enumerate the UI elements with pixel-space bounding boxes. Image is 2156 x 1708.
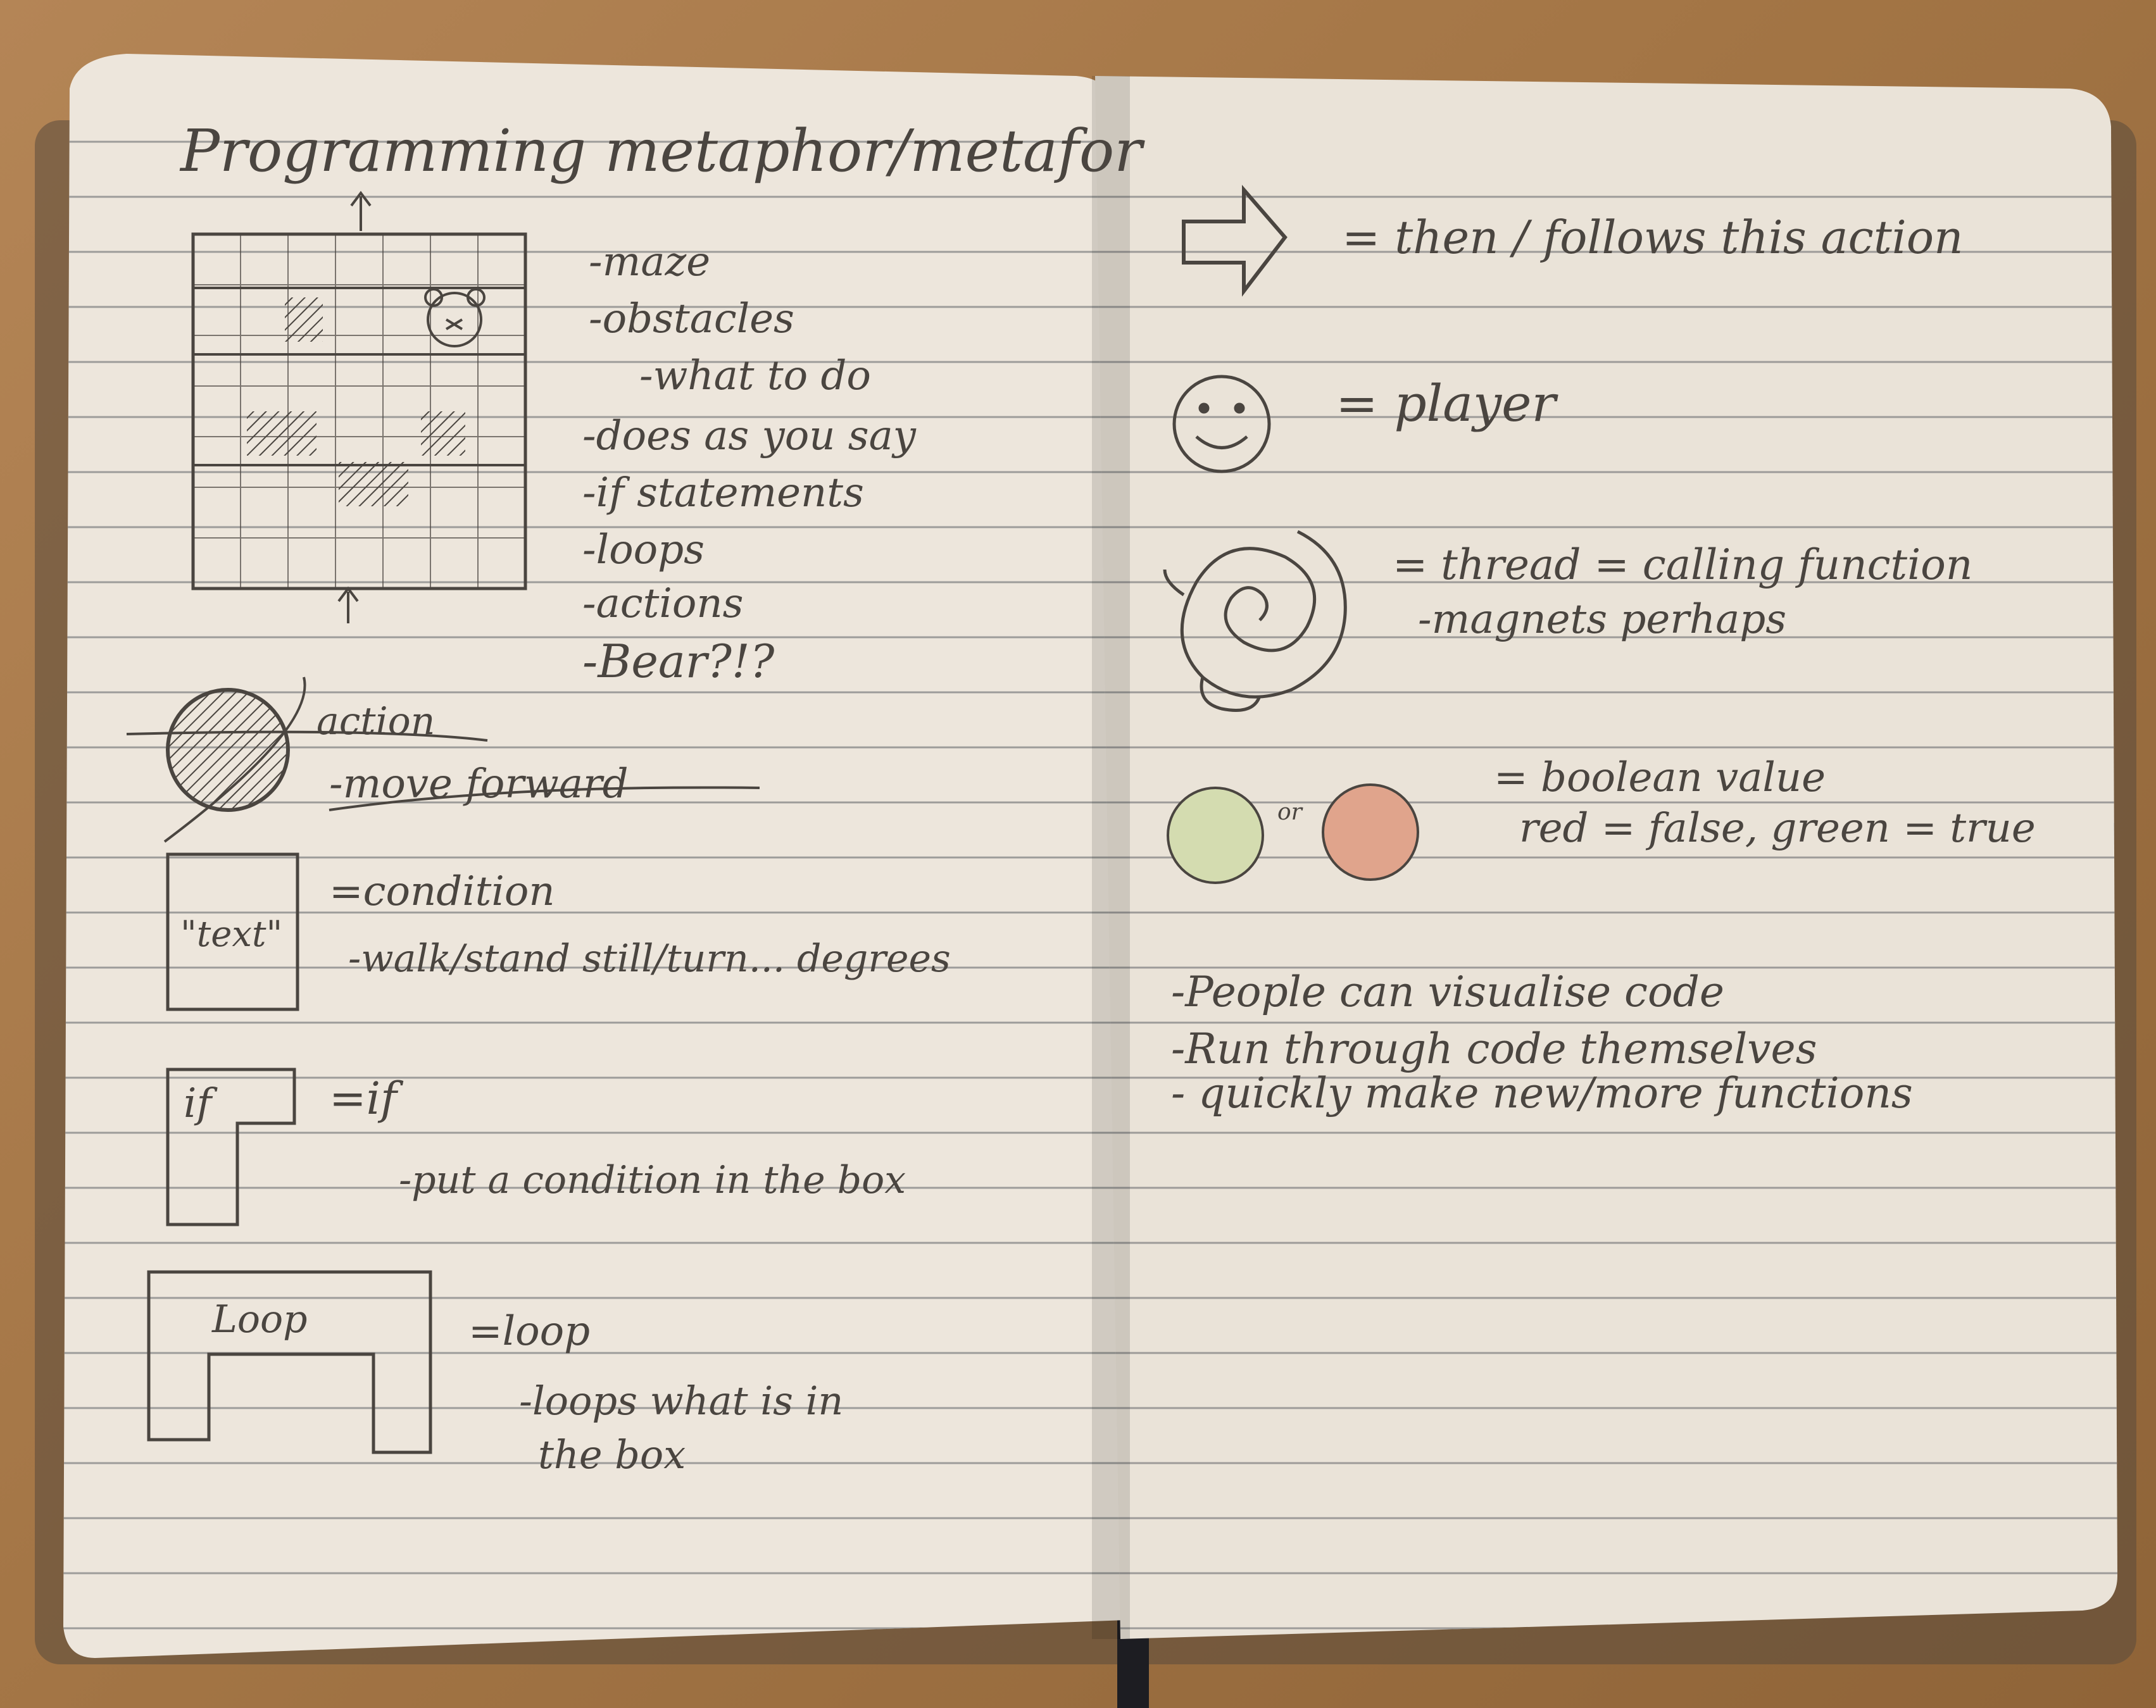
strike-through: [126, 676, 760, 843]
condition-item: -walk/stand still/turn... degrees: [348, 937, 951, 981]
loop-heading: =loop: [468, 1308, 590, 1355]
boolean-meaning: = boolean value: [1494, 754, 1826, 801]
svg-text:-Bear?!?: -Bear?!?: [582, 635, 775, 688]
svg-text:-loops: -loops: [582, 527, 705, 573]
boolean-colors: red = false, green = true: [1519, 805, 2036, 852]
svg-text:-does as you say: -does as you say: [582, 413, 917, 459]
condition-box-text: "text": [180, 914, 282, 955]
svg-text:-Run through code themselves: -Run through code themselves: [1171, 1025, 1817, 1073]
maze-obstacles: [247, 297, 465, 506]
loop-item-1: -loops what is in: [519, 1378, 843, 1424]
maze-notes: -maze -obstacles -what to do -does as yo…: [582, 239, 917, 688]
arrow-meaning: = then / follows this action: [1342, 211, 1964, 264]
action-heading: action: [317, 699, 435, 744]
svg-text:-what to do: -what to do: [639, 352, 871, 399]
smiley-player-icon: [1172, 375, 1271, 473]
spine-shadow: [1092, 76, 1130, 1639]
thread-spiral-icon: [1163, 530, 1347, 712]
boolean-or: or: [1277, 799, 1303, 825]
if-block-shape: [166, 1068, 296, 1226]
thread-note: -magnets perhaps: [1418, 596, 1786, 643]
thread-meaning: = thread = calling function: [1393, 540, 1972, 589]
boolean-icons: [1167, 783, 1419, 884]
action-item: -move forward: [329, 761, 629, 807]
arrow-icon: [1182, 184, 1288, 297]
condition-box: [166, 852, 299, 1011]
loop-item-2: the box: [538, 1431, 686, 1478]
if-item: -put a condition in the box: [399, 1158, 906, 1202]
svg-text:-maze: -maze: [589, 239, 710, 285]
svg-text:-People can visualise code: -People can visualise code: [1171, 968, 1724, 1016]
condition-heading: =condition: [329, 868, 555, 915]
bear-icon: [424, 288, 486, 347]
player-meaning: = player: [1336, 374, 1558, 433]
loop-block-shape: [147, 1270, 432, 1454]
svg-text:-if statements: -if statements: [582, 470, 864, 516]
page-title: Programming metaphor/metafor: [179, 117, 1145, 185]
if-heading: =if: [329, 1073, 404, 1125]
green-circle-icon: [1167, 787, 1264, 884]
action-circle-icon: [166, 688, 290, 812]
red-circle-icon: [1322, 783, 1419, 881]
svg-text:-obstacles: -obstacles: [589, 296, 794, 342]
svg-text:-actions: -actions: [582, 580, 743, 627]
summary-notes: -People can visualise code -Run through …: [1171, 968, 1913, 1118]
right-page-rules: [1095, 146, 2117, 1633]
loop-box-text: Loop: [211, 1297, 308, 1342]
svg-text:- quickly make new/more functi: - quickly make new/more functions: [1171, 1069, 1913, 1118]
